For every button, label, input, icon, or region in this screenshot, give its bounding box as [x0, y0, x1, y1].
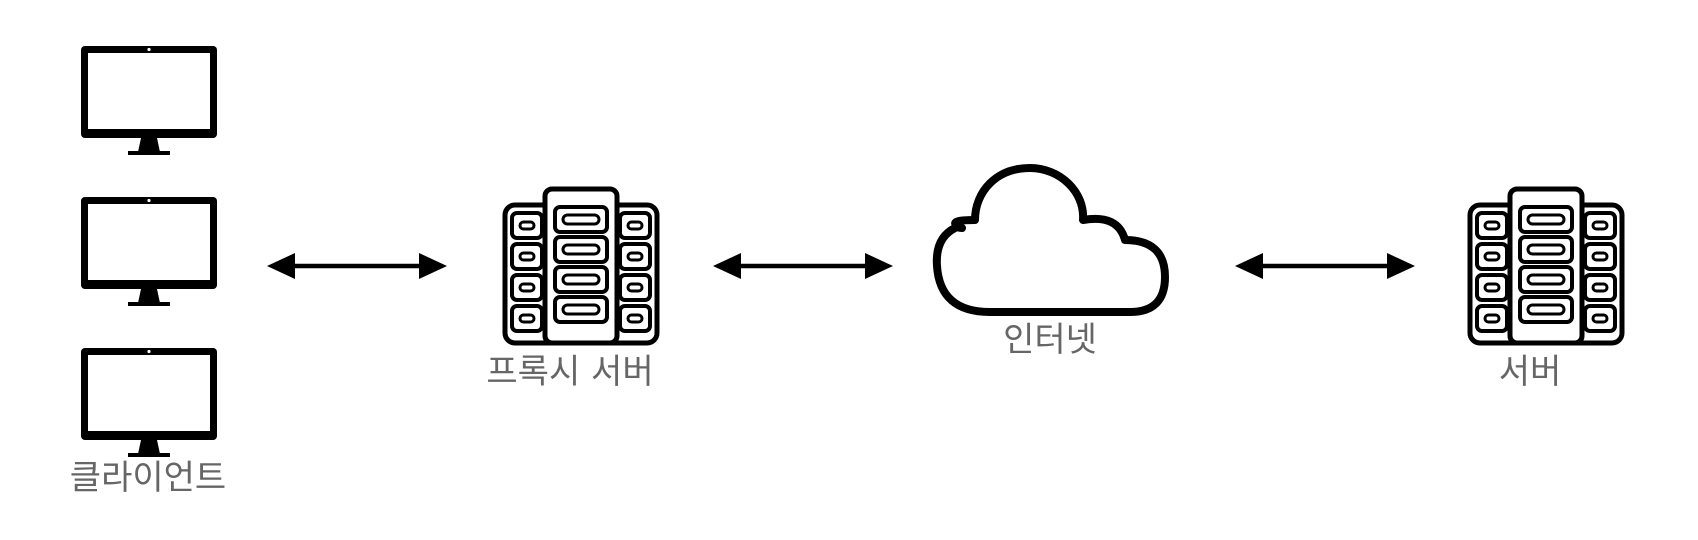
arrow-proxy-internet: [713, 253, 893, 279]
internet-label: 인터넷: [1003, 320, 1097, 360]
arrow-clients-proxy: [267, 253, 447, 279]
client-monitor-icon: [81, 348, 217, 457]
internet-cloud-icon: [932, 164, 1169, 316]
server-label: 서버: [1498, 352, 1562, 392]
proxy-server-rack-icon: [505, 189, 657, 343]
server-rack-icon: [1470, 189, 1622, 343]
client-monitor-icon: [81, 197, 217, 306]
arrow-internet-server: [1235, 253, 1415, 279]
client-monitor-icon: [81, 46, 217, 155]
proxy-server-label: 프록시 서버: [486, 352, 654, 392]
clients-label: 클라이언트: [69, 458, 227, 498]
